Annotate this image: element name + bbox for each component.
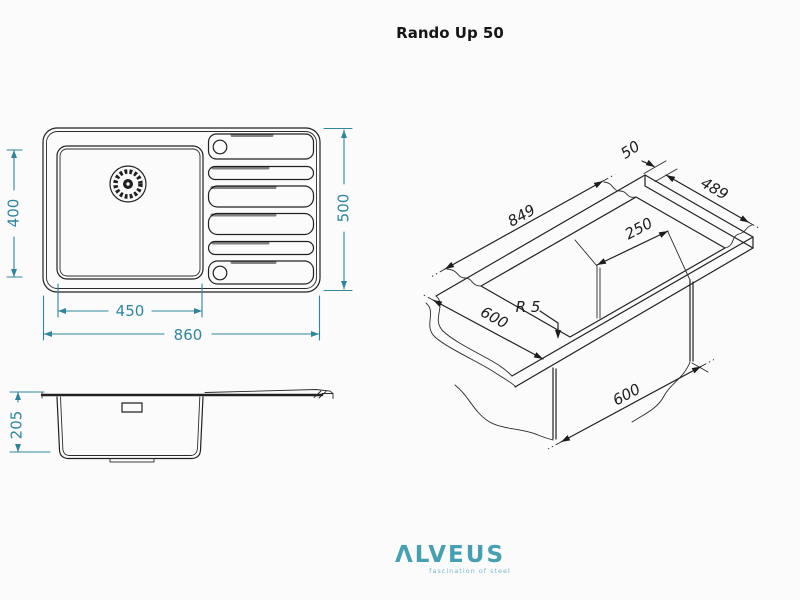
sink-outline-inner xyxy=(46,131,317,289)
bowl-outline xyxy=(56,145,204,280)
page-title: Rando Up 50 xyxy=(396,24,504,42)
dim-label-489: 489 xyxy=(698,174,732,204)
drain-strainer xyxy=(109,165,147,203)
dim-bowl-width-400: 400 xyxy=(5,149,23,278)
brand-logo-block: ΛLVEUS fascination of steel xyxy=(340,543,560,575)
break-line xyxy=(454,384,554,441)
break-line xyxy=(631,361,691,423)
break-line xyxy=(425,302,517,388)
overflow-hole xyxy=(121,402,143,413)
dim-cutout-length-849: 849 xyxy=(431,174,637,287)
dim-worktop-width-600: 600 xyxy=(422,294,544,360)
dim-label-50: 50 xyxy=(617,137,643,162)
worktop-cutout xyxy=(480,196,726,338)
drain-boss xyxy=(109,458,155,463)
base-cabinet xyxy=(454,231,694,441)
dim-bowl-depth-205: 205 xyxy=(8,391,51,453)
worktop-slab xyxy=(425,174,754,388)
drainboard-slats xyxy=(207,133,315,285)
dim-label-400: 400 xyxy=(5,199,23,228)
dim-wall-offset-250: 250 xyxy=(596,214,669,266)
dim-cabinet-width-600: 600 xyxy=(547,359,715,450)
tap-hole-bottom xyxy=(212,265,228,281)
dim-end-offset-50: 50 xyxy=(617,137,678,183)
dim-label-450: 450 xyxy=(116,302,145,320)
tap-hole-top xyxy=(212,139,228,155)
dim-bowl-length-450: 450 xyxy=(57,283,203,320)
bowl-outline-inner xyxy=(59,148,201,277)
bowl-profile xyxy=(56,396,204,460)
brand-logo: ΛLVEUS xyxy=(394,542,506,568)
section-hatch xyxy=(313,390,327,399)
dim-label-600-worktop: 600 xyxy=(478,303,512,332)
dim-overall-width-500: 500 xyxy=(323,127,353,292)
side-view: 205 xyxy=(8,389,334,463)
isometric-view: 849 50 489 250 xyxy=(422,137,759,450)
brand-tagline: fascination of steel xyxy=(429,567,511,575)
sink-outline xyxy=(42,127,321,293)
dim-cutout-width-489: 489 xyxy=(665,174,759,249)
plan-view: 400 500 450 xyxy=(5,127,353,344)
dim-label-860: 860 xyxy=(174,326,203,344)
dim-label-600-cabinet: 600 xyxy=(610,380,644,409)
dim-label-500: 500 xyxy=(335,194,353,223)
break-line xyxy=(435,295,513,377)
dim-label-205: 205 xyxy=(8,411,26,440)
dim-label-r5: R 5 xyxy=(516,298,541,316)
dim-overall-length-860: 860 xyxy=(42,295,321,344)
dim-corner-radius-r5: R 5 xyxy=(516,298,561,339)
